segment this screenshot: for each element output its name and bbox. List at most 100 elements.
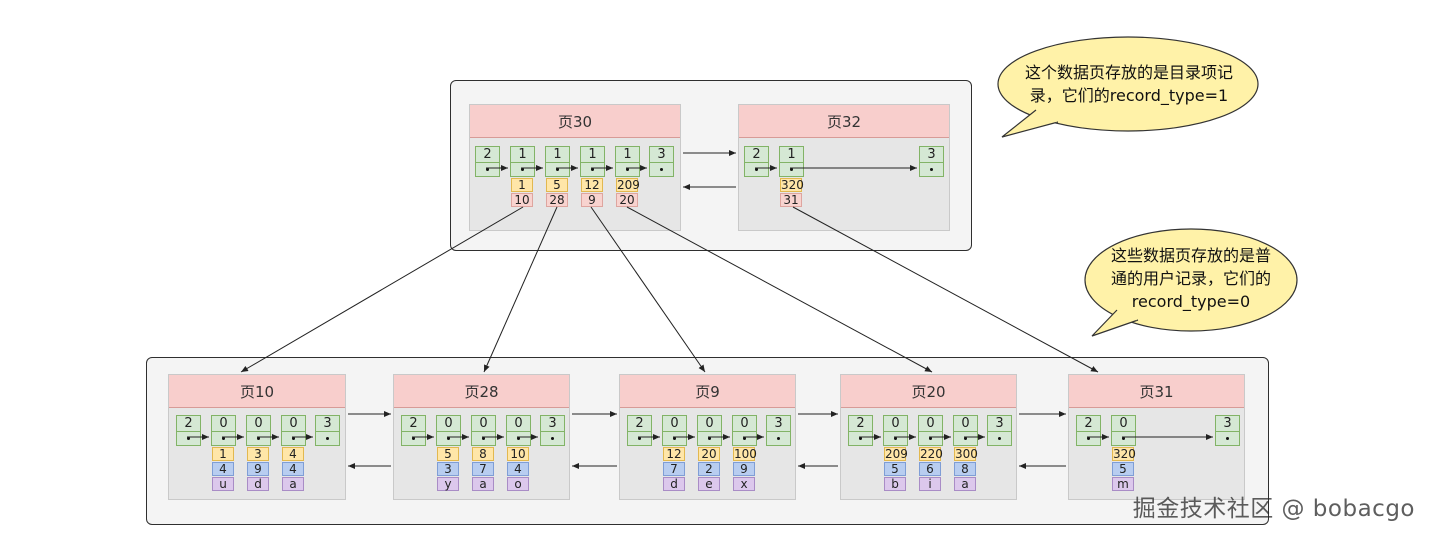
record: 3	[540, 415, 565, 446]
page-header: 页10	[169, 375, 345, 408]
next-record-pointer	[708, 437, 711, 440]
child-page-arrow	[792, 206, 1099, 373]
watermark: 掘金技术社区 @ bobacgo	[1132, 496, 1415, 522]
next-record-pointer	[292, 437, 295, 440]
record: 2	[1076, 415, 1101, 446]
record-type: 1	[511, 147, 534, 163]
record: 2	[475, 146, 500, 177]
record: 0	[697, 415, 722, 446]
record: 0	[211, 415, 236, 446]
callout-text-leaf-line: 这些数据页存放的是普	[1110, 246, 1271, 265]
next-record-pointer	[521, 168, 524, 171]
callout-text-leaf-line: record_type=0	[1131, 292, 1251, 311]
next-record-pointer	[743, 437, 746, 440]
page-header: 页9	[620, 375, 795, 408]
record: 1	[615, 146, 640, 177]
row-column-value: 8	[954, 462, 976, 476]
record: 2	[744, 146, 769, 177]
callout-bubble-top	[997, 36, 1259, 138]
row-primary-key: 4	[282, 447, 304, 461]
record-type: 1	[581, 147, 604, 163]
row-column-text: m	[1112, 477, 1134, 491]
record-type: 2	[628, 416, 651, 432]
row-primary-key: 3	[247, 447, 269, 461]
child-page-arrow	[590, 206, 706, 373]
page-title: 页10	[239, 382, 275, 401]
row-column-value: 3	[437, 462, 459, 476]
row-primary-key: 8	[472, 447, 494, 461]
directory-page-number: 9	[581, 193, 603, 207]
directory-page-number: 31	[780, 193, 802, 207]
record-type: 0	[247, 416, 270, 432]
page-header: 页32	[739, 105, 949, 138]
record-type: 0	[698, 416, 721, 432]
record: 3	[1215, 415, 1240, 446]
callout-text-leaf-line: 通的用户记录，它们的	[1110, 269, 1271, 288]
next-record-pointer	[326, 437, 329, 440]
record: 0	[471, 415, 496, 446]
row-primary-key: 100	[733, 447, 757, 461]
record-type: 0	[437, 416, 460, 432]
row-column-text: e	[698, 477, 720, 491]
next-record-pointer	[187, 437, 190, 440]
record: 0	[281, 415, 306, 446]
record: 1	[545, 146, 570, 177]
record-type: 0	[954, 416, 977, 432]
next-record-pointer	[486, 168, 489, 171]
page-title: 页9	[695, 382, 720, 401]
record: 2	[627, 415, 652, 446]
record-type: 2	[745, 147, 768, 163]
record-type: 3	[767, 416, 790, 432]
row-column-text: a	[282, 477, 304, 491]
next-record-pointer	[1087, 437, 1090, 440]
record: 1	[580, 146, 605, 177]
next-record-pointer	[556, 168, 559, 171]
record: 0	[918, 415, 943, 446]
row-primary-key: 300	[954, 447, 978, 461]
record-type: 1	[616, 147, 639, 163]
record-type: 3	[650, 147, 673, 163]
next-record-pointer	[660, 168, 663, 171]
record: 3	[987, 415, 1012, 446]
next-record-pointer	[447, 437, 450, 440]
next-record-pointer	[551, 437, 554, 440]
directory-min-key: 320	[780, 178, 804, 192]
record: 0	[246, 415, 271, 446]
record-type: 0	[919, 416, 942, 432]
page-header: 页30	[470, 105, 680, 138]
next-record-pointer	[964, 437, 967, 440]
record-type: 2	[476, 147, 499, 163]
row-primary-key: 209	[884, 447, 908, 461]
page-title: 页30	[557, 112, 593, 131]
next-record-pointer	[930, 168, 933, 171]
row-column-value: 5	[1112, 462, 1134, 476]
directory-page-number: 20	[616, 193, 638, 207]
record: 0	[662, 415, 687, 446]
row-column-value: 4	[212, 462, 234, 476]
record: 0	[1111, 415, 1136, 446]
child-page-arrow	[483, 206, 558, 373]
next-record-pointer	[222, 437, 225, 440]
row-column-value: 2	[698, 462, 720, 476]
row-primary-key: 5	[437, 447, 459, 461]
page-header: 页28	[394, 375, 569, 408]
record: 1	[779, 146, 804, 177]
row-column-text: x	[733, 477, 755, 491]
row-primary-key: 20	[698, 447, 720, 461]
callout-text-top-line: 这个数据页存放的是目录项记	[1024, 63, 1233, 82]
record-type: 0	[282, 416, 305, 432]
row-column-value: 4	[282, 462, 304, 476]
record-type: 3	[316, 416, 339, 432]
record-type: 3	[1216, 416, 1239, 432]
page-header: 页20	[841, 375, 1016, 408]
record-type: 2	[177, 416, 200, 432]
row-primary-key: 12	[663, 447, 685, 461]
row-column-text: d	[247, 477, 269, 491]
directory-page-number: 10	[511, 193, 533, 207]
record: 3	[649, 146, 674, 177]
row-column-value: 9	[733, 462, 755, 476]
